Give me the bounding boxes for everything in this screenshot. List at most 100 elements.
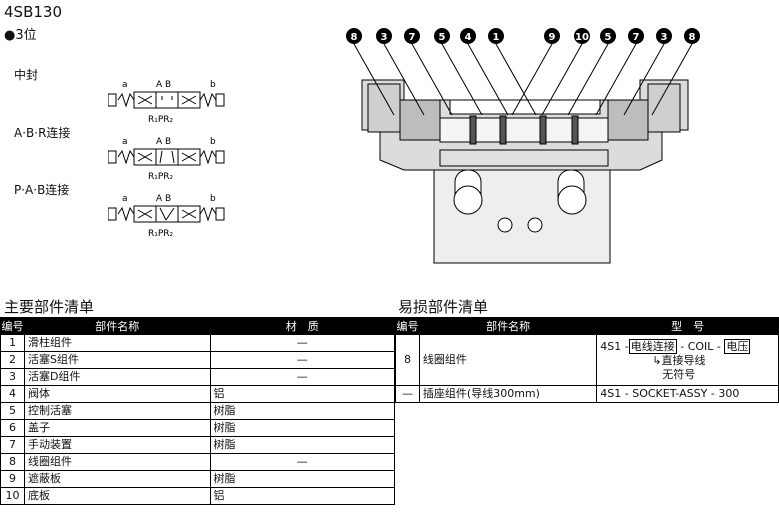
callout-leader bbox=[595, 43, 637, 116]
cell-number: 8 bbox=[395, 334, 420, 386]
callout-circle bbox=[628, 28, 644, 44]
model-coil: - COIL - bbox=[680, 340, 721, 353]
callout-leader bbox=[511, 43, 553, 116]
cell-name: 底板 bbox=[23, 487, 211, 505]
position-subtitle: ●3位 bbox=[4, 28, 37, 43]
callout-circle bbox=[600, 28, 616, 44]
cell-name: 控制活塞 bbox=[23, 402, 211, 420]
callout-leader bbox=[467, 43, 509, 116]
cell-no: 8 bbox=[0, 453, 25, 471]
cell-mat: — bbox=[209, 453, 396, 471]
cell-no: 2 bbox=[0, 351, 25, 369]
model-wire-connection-box: 电线连接 bbox=[628, 339, 677, 354]
cell-mat: 树脂 bbox=[209, 436, 396, 454]
header-number: 编号 bbox=[0, 317, 25, 335]
table-header-row: 编号 部件名称 材 质 bbox=[0, 317, 396, 335]
callout-number: 5 bbox=[439, 32, 446, 43]
callout-leader bbox=[353, 43, 395, 116]
main-parts-title: 主要部件清单 bbox=[4, 298, 95, 316]
cell-model: 4S1 -电线连接 - COIL - 电压 ↳直接导线 无符号 bbox=[596, 334, 779, 386]
cell-no: 5 bbox=[0, 402, 25, 420]
callout-circle bbox=[656, 28, 672, 44]
cell-no: 10 bbox=[0, 487, 25, 505]
model-note-no-symbol: 无符号 bbox=[662, 368, 696, 381]
symbol-port-ab: A B bbox=[156, 80, 171, 90]
symbol-port-r: R₁PR₂ bbox=[148, 115, 174, 125]
callout-circle bbox=[684, 28, 700, 44]
callout-leader bbox=[411, 43, 453, 116]
model-voltage-box: 电压 bbox=[724, 339, 751, 354]
callout-circle bbox=[488, 28, 504, 44]
callout-leader bbox=[383, 43, 425, 116]
model-code-line: 4S1 -电线连接 - COIL - 电压 bbox=[600, 339, 775, 354]
cell-name: 活塞S组件 bbox=[23, 351, 211, 369]
cell-name: 滑柱组件 bbox=[23, 334, 211, 352]
cell-part-name: 线圈组件 bbox=[418, 334, 598, 386]
callout-circle bbox=[346, 28, 362, 44]
callout-number: 8 bbox=[351, 32, 358, 43]
symbol-port-b: b bbox=[210, 80, 216, 90]
wear-parts-table: 编号 部件名称 型 号 8 线圈组件 4S1 -电线连接 - COIL - 电压… bbox=[395, 317, 779, 403]
cell-no: 1 bbox=[0, 334, 25, 352]
symbol-port-r: R₁PR₂ bbox=[148, 229, 174, 239]
cell-no: 4 bbox=[0, 385, 25, 403]
cell-no: 9 bbox=[0, 470, 25, 488]
variant-label-pab: P·A·B连接 bbox=[14, 183, 70, 197]
valve-symbols: a A B b R₁PR₂ a A B b R₁PR₂ a A B b bbox=[108, 80, 225, 239]
symbol-port-b: b bbox=[210, 194, 216, 204]
cell-part-name: 插座组件(导线300mm) bbox=[418, 385, 598, 403]
cell-mat: — bbox=[209, 334, 396, 352]
callout-leader bbox=[567, 43, 609, 116]
spool bbox=[439, 117, 609, 143]
callout-circle bbox=[574, 28, 590, 44]
cell-mat: 铝 bbox=[209, 385, 396, 403]
table-header-row: 编号 部件名称 型 号 bbox=[395, 317, 779, 335]
callout-number: 10 bbox=[575, 32, 589, 43]
page-title: 4SB130 bbox=[4, 3, 62, 21]
callout-number: 5 bbox=[605, 32, 612, 43]
callout-circle bbox=[460, 28, 476, 44]
callout-number: 7 bbox=[409, 32, 416, 43]
callout-number: 4 bbox=[465, 32, 472, 43]
wear-parts-title: 易损部件清单 bbox=[398, 298, 489, 316]
cell-mat: 树脂 bbox=[209, 419, 396, 437]
table-row: — 插座组件(导线300mm) 4S1 - SOCKET-ASSY - 300 bbox=[395, 385, 779, 403]
callout-leader bbox=[651, 43, 693, 116]
callout-leader bbox=[541, 43, 583, 116]
variant-label-closed-center: 中封 bbox=[14, 68, 39, 82]
cell-model: 4S1 - SOCKET-ASSY - 300 bbox=[596, 385, 779, 403]
header-number: 编号 bbox=[395, 317, 420, 335]
callout-number: 7 bbox=[633, 32, 640, 43]
callout-number: 1 bbox=[493, 32, 500, 43]
model-note-direct-wire: ↳直接导线 bbox=[652, 354, 706, 367]
symbol-port-b: b bbox=[210, 137, 216, 147]
symbol-abr: a A B b R₁PR₂ bbox=[108, 137, 225, 182]
header-material: 材 质 bbox=[209, 317, 396, 335]
cell-name: 活塞D组件 bbox=[23, 368, 211, 386]
cell-name: 手动装置 bbox=[23, 436, 211, 454]
callout-leader bbox=[623, 43, 665, 116]
cell-name: 遮蔽板 bbox=[23, 470, 211, 488]
symbol-port-a: a bbox=[122, 137, 128, 147]
header-part-name: 部件名称 bbox=[23, 317, 211, 335]
cell-name: 盖子 bbox=[23, 419, 211, 437]
cell-name: 阀体 bbox=[23, 385, 211, 403]
variant-label-abr: A·B·R连接 bbox=[14, 126, 71, 140]
callout-number: 3 bbox=[381, 32, 388, 43]
coil-right bbox=[647, 83, 681, 133]
model-prefix: 4S1 - bbox=[600, 340, 629, 353]
symbol-port-ab: A B bbox=[156, 137, 171, 147]
coil-left bbox=[367, 83, 401, 133]
cell-mat: 树脂 bbox=[209, 402, 396, 420]
cell-no: 3 bbox=[0, 368, 25, 386]
callout-number: 3 bbox=[661, 32, 668, 43]
symbol-pab: a A B b R₁PR₂ bbox=[108, 194, 225, 239]
cell-mat: — bbox=[209, 368, 396, 386]
